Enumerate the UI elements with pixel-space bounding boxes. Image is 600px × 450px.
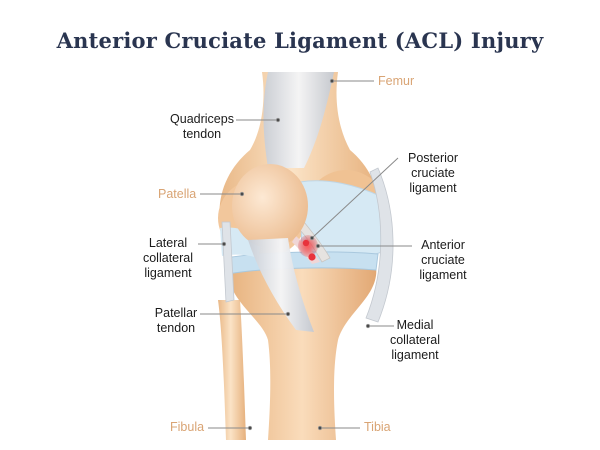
label-quadriceps-tendon: Quadriceps tendon (170, 112, 234, 141)
leader-lines (198, 78, 412, 431)
medial-collateral-ligament (365, 167, 394, 323)
posterior-leader (311, 157, 399, 239)
label-lateral-collateral-ligament: Lateral collateral ligament (142, 236, 194, 280)
label-patellar-tendon: Patellar tendon (154, 306, 198, 335)
acl-injury-mark (298, 235, 318, 257)
fibula-bone (218, 300, 246, 440)
patella-bone (232, 164, 308, 248)
tibia-bone (227, 266, 377, 440)
label-medial-collateral-ligament: Medial collateral ligament (389, 318, 441, 362)
quadriceps-tendon (263, 72, 334, 168)
lateral-collateral-ligament (221, 221, 235, 303)
label-tibia: Tibia (364, 420, 391, 434)
label-femur: Femur (378, 74, 415, 88)
page-title: Anterior Cruciate Ligament (ACL) Injury (56, 28, 544, 53)
label-fibula: Fibula (170, 420, 205, 434)
label-anterior-cruciate-ligament: Anterior cruciate ligament (419, 238, 467, 282)
label-posterior-cruciate-ligament: Posterior cruciate ligament (407, 151, 459, 195)
label-patella: Patella (158, 187, 197, 201)
patellar-tendon (248, 238, 314, 332)
